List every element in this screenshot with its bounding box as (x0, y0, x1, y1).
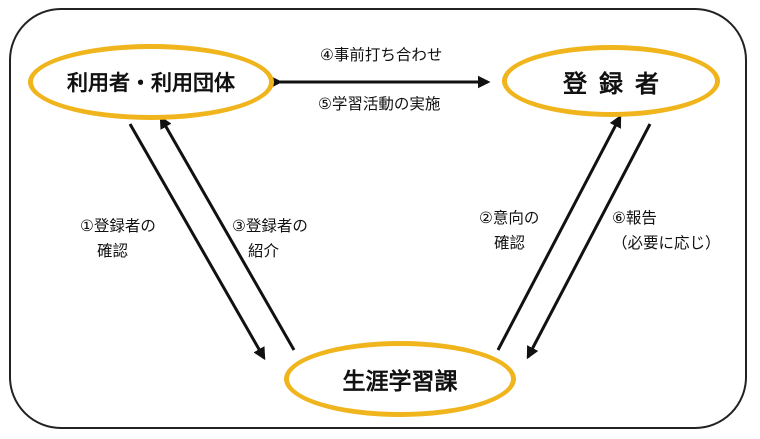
office-node: 生涯学習課 (284, 341, 516, 417)
registrant-to-office-arrow (526, 123, 652, 360)
office-node-label: 生涯学習課 (342, 369, 458, 395)
label-report-2: （必要に応じ） (612, 234, 721, 252)
label-learning-activity: ⑤学習活動の実施 (318, 95, 441, 113)
users-node-label: 利用者・利用団体 (67, 71, 235, 95)
office-to-users-arrow (159, 115, 296, 351)
label-confirm-registrant-1: ①登録者の (80, 217, 156, 235)
label-confirm-intention-2: 確認 (494, 234, 526, 252)
users-to-office-arrow (128, 123, 266, 361)
label-pre-meeting: ④事前打ち合わせ (320, 46, 443, 64)
registrant-node: 登録者 (502, 45, 720, 117)
registrant-node-label: 登録者 (563, 69, 671, 98)
office-to-registrant-arrow (496, 114, 622, 351)
label-report-1: ⑥報告 (612, 209, 657, 227)
label-introduce-registrant-1: ③登録者の (232, 217, 308, 235)
diagram-frame (9, 8, 747, 429)
users-node: 利用者・利用団体 (28, 44, 274, 120)
label-introduce-registrant-2: 紹介 (248, 242, 280, 260)
label-confirm-registrant-2: 確認 (97, 242, 129, 260)
label-confirm-intention-1: ②意向の (479, 209, 540, 227)
